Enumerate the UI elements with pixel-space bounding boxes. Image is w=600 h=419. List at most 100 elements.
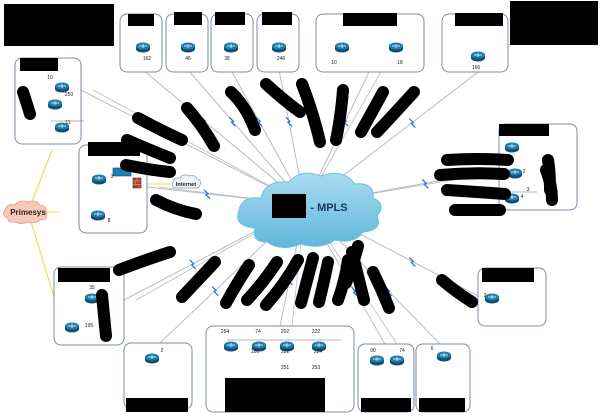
router-label: 38 bbox=[224, 56, 230, 62]
redaction-stroke bbox=[355, 86, 389, 138]
redaction-stroke bbox=[260, 254, 304, 311]
redaction-stroke bbox=[295, 252, 319, 309]
lightning-icon bbox=[229, 116, 236, 127]
router-icon bbox=[91, 210, 105, 221]
router-label: 202 bbox=[281, 329, 290, 335]
site-boxes: Internet bbox=[14, 13, 578, 413]
router-sublabel: 253 bbox=[312, 365, 321, 371]
primesys-label: Primesys bbox=[10, 208, 46, 217]
redaction-stroke bbox=[241, 256, 283, 306]
router-sublabel: 222 bbox=[281, 349, 290, 355]
router-icon bbox=[370, 355, 384, 366]
router-label: 74 bbox=[399, 348, 405, 354]
router-icon bbox=[485, 293, 499, 304]
router-label: 254 bbox=[221, 329, 230, 335]
router-icon bbox=[145, 353, 159, 364]
internet-label: Internet bbox=[176, 182, 196, 188]
redaction-stroke bbox=[434, 167, 510, 181]
lightning-icon bbox=[189, 259, 197, 270]
redaction-stroke bbox=[313, 256, 334, 308]
router-icon bbox=[390, 355, 404, 366]
firewall-icon bbox=[132, 177, 142, 189]
primesys-cloud: Primesys bbox=[3, 200, 48, 224]
redaction-bars bbox=[4, 1, 598, 412]
redaction-stroke bbox=[120, 159, 176, 178]
redaction-bar bbox=[58, 268, 110, 282]
redaction-stroke bbox=[441, 153, 514, 166]
redaction-stroke bbox=[176, 256, 221, 303]
redaction-bar bbox=[174, 12, 202, 25]
redaction-bar bbox=[455, 13, 503, 26]
router-icon bbox=[389, 42, 403, 53]
router-label: 6 bbox=[431, 346, 434, 352]
router-icon bbox=[48, 99, 62, 110]
router-label: 166 bbox=[472, 65, 481, 71]
redaction-bar bbox=[499, 124, 549, 136]
redaction-stroke bbox=[220, 259, 255, 309]
router-label: 2 bbox=[161, 348, 164, 354]
redaction-stroke bbox=[150, 194, 202, 220]
router-label: 10 bbox=[331, 60, 337, 66]
router-sublabel: 180 bbox=[251, 349, 260, 355]
router-sublabel: 224 bbox=[314, 349, 323, 355]
redaction-bar bbox=[510, 1, 598, 45]
router-icon bbox=[65, 322, 79, 333]
redaction-stroke bbox=[96, 289, 112, 342]
redaction-stroke bbox=[436, 274, 478, 308]
router-icon bbox=[505, 142, 519, 153]
router-icon bbox=[312, 341, 326, 352]
router-label: 4 bbox=[521, 194, 524, 200]
redaction-bar bbox=[126, 398, 188, 412]
redaction-stroke bbox=[441, 184, 511, 200]
router-label: 3 bbox=[111, 174, 114, 180]
mpls-label: - MPLS bbox=[310, 202, 347, 214]
router-icon bbox=[55, 122, 69, 133]
lightning-icon bbox=[285, 116, 293, 127]
redaction-stroke bbox=[296, 78, 326, 148]
redaction-stroke bbox=[260, 78, 306, 118]
router-icon bbox=[280, 341, 294, 352]
router-label: 46 bbox=[185, 56, 191, 62]
router-label: 18 bbox=[397, 60, 403, 66]
redaction-strokes bbox=[17, 78, 558, 342]
router-icon bbox=[471, 51, 485, 62]
router-label: 8 bbox=[108, 218, 111, 224]
redaction-stroke bbox=[113, 246, 176, 276]
router-sublabel: 251 bbox=[281, 365, 290, 371]
lightning-icon bbox=[203, 189, 211, 200]
redaction-bar bbox=[419, 398, 465, 412]
redaction-stroke bbox=[225, 86, 261, 136]
router-label: 2 bbox=[484, 293, 487, 299]
router-label: 246 bbox=[277, 56, 286, 62]
redaction-stroke bbox=[330, 84, 349, 146]
router-icon bbox=[55, 82, 69, 93]
router-label: 162 bbox=[143, 56, 152, 62]
redaction-bar bbox=[343, 13, 397, 26]
router-icon bbox=[136, 42, 150, 53]
router-label: 250 bbox=[65, 92, 74, 98]
router-icon bbox=[224, 42, 238, 53]
redaction-bar bbox=[20, 58, 58, 71]
redaction-bar bbox=[4, 4, 114, 46]
lightning-icon bbox=[408, 118, 416, 128]
router-label: 35 bbox=[89, 285, 95, 291]
redaction-stroke bbox=[17, 86, 36, 120]
router-icon bbox=[224, 341, 238, 352]
router-label: 90 bbox=[370, 348, 376, 354]
redaction-bar bbox=[225, 378, 325, 412]
lightning-icon bbox=[421, 178, 429, 189]
router-icon bbox=[437, 351, 451, 362]
router-icon bbox=[92, 174, 106, 185]
router-icon bbox=[508, 168, 522, 179]
site-box-site-left-2 bbox=[78, 144, 148, 234]
mpls-cloud-shape: - MPLS bbox=[237, 172, 382, 248]
router-label: 222 bbox=[312, 329, 321, 335]
router-icon bbox=[181, 42, 195, 53]
internet-cloud: Internet bbox=[172, 174, 201, 189]
redaction-bar bbox=[482, 268, 534, 282]
redaction-stroke bbox=[181, 102, 220, 152]
lightning-icon bbox=[408, 256, 416, 267]
router-label: 3 bbox=[527, 187, 530, 193]
redaction-bar bbox=[88, 142, 140, 156]
